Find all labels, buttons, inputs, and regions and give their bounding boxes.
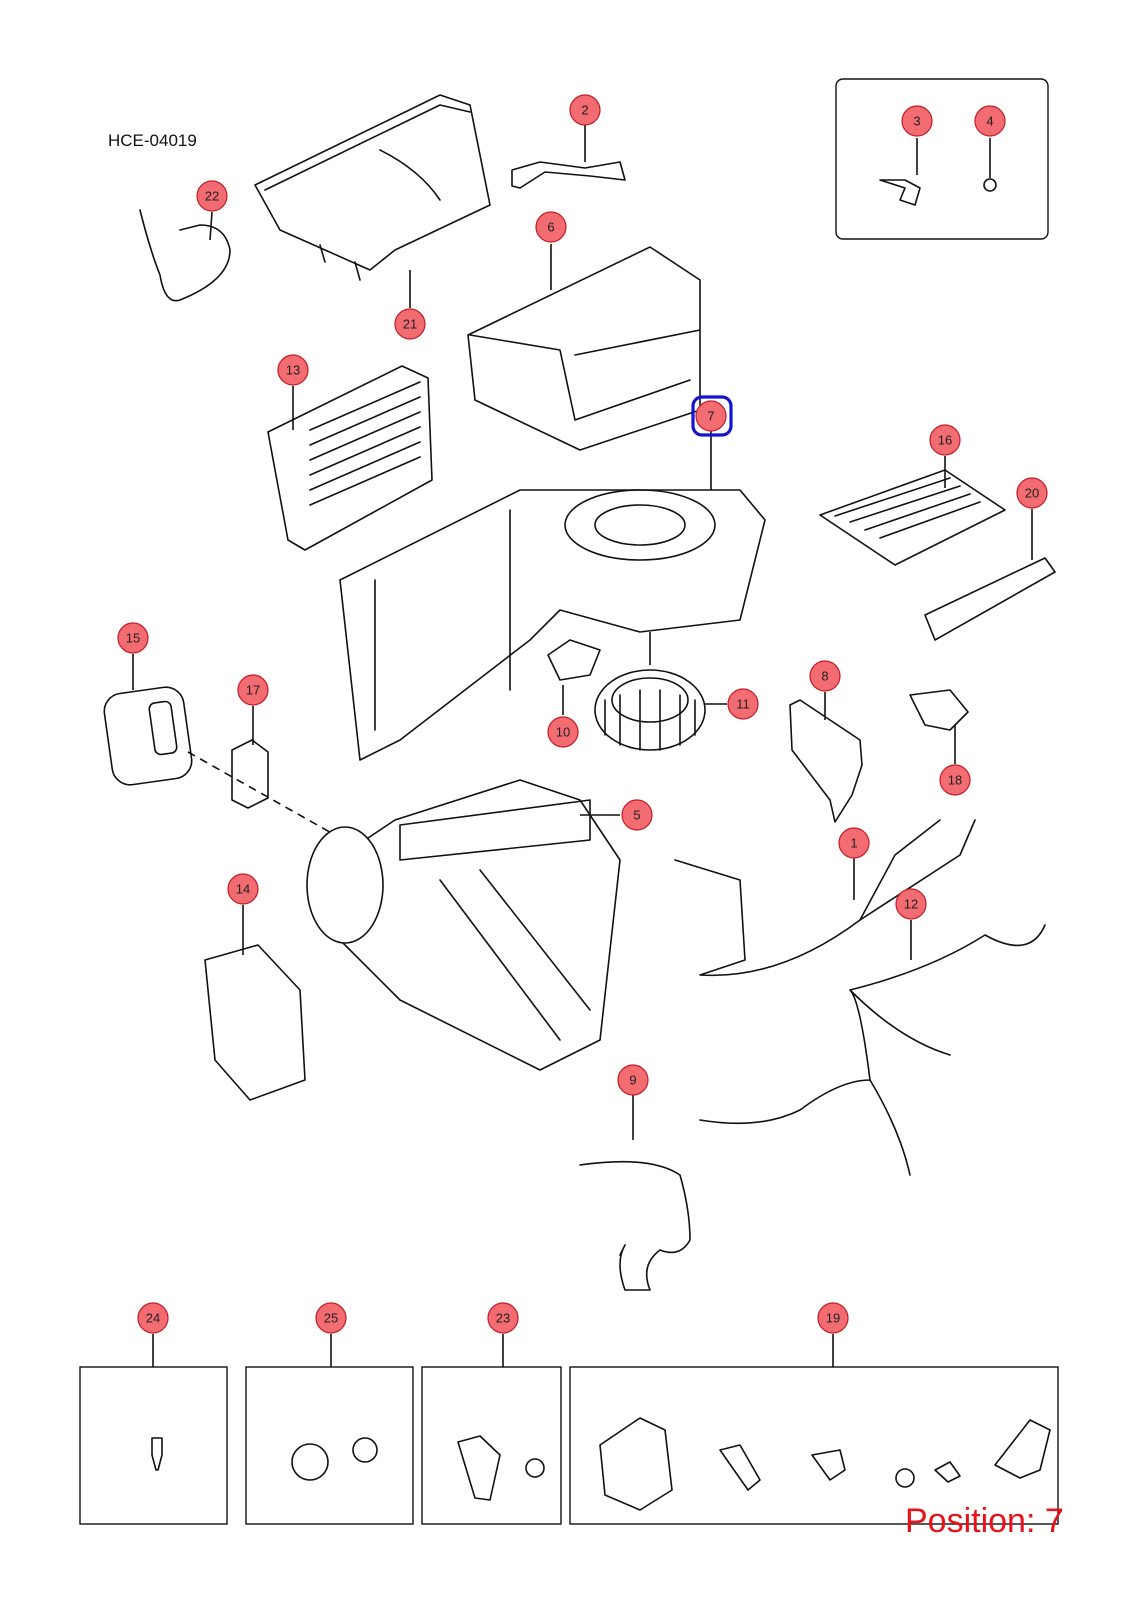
callout-17[interactable]: 17 [237, 674, 269, 706]
callout-24[interactable]: 24 [137, 1302, 169, 1334]
selected-position-highlight [691, 395, 733, 437]
kit-box-25 [245, 1366, 414, 1525]
callout-1-label: 1 [850, 836, 857, 851]
callout-14[interactable]: 14 [227, 873, 259, 905]
callout-15[interactable]: 15 [117, 622, 149, 654]
callout-22[interactable]: 22 [196, 180, 228, 212]
callout-9-label: 9 [629, 1073, 636, 1088]
kit-box-19 [569, 1366, 1059, 1525]
callout-5-label: 5 [633, 808, 640, 823]
callout-10-label: 10 [556, 725, 570, 740]
callout-3-label: 3 [913, 114, 920, 129]
callout-18-label: 18 [948, 773, 962, 788]
callout-16-label: 16 [938, 433, 952, 448]
wire-harness-1 [674, 819, 976, 977]
dash-link [187, 751, 336, 836]
callout-2[interactable]: 2 [569, 94, 601, 126]
callout-21-label: 21 [403, 317, 417, 332]
callout-3[interactable]: 3 [901, 105, 933, 137]
blower-fan [594, 669, 706, 751]
callout-11[interactable]: 11 [727, 688, 759, 720]
callout-22-label: 22 [205, 189, 219, 204]
callout-15-label: 15 [126, 631, 140, 646]
callout-23-label: 23 [496, 1311, 510, 1326]
callout-16[interactable]: 16 [929, 424, 961, 456]
callout-23[interactable]: 23 [487, 1302, 519, 1334]
callout-13-label: 13 [286, 363, 300, 378]
kit-box-23 [421, 1366, 562, 1525]
callout-25[interactable]: 25 [315, 1302, 347, 1334]
lever-19c [994, 1419, 1051, 1479]
callout-21[interactable]: 21 [394, 308, 426, 340]
callout-25-label: 25 [324, 1311, 338, 1326]
callout-12-label: 12 [904, 897, 918, 912]
evaporator-housing [467, 246, 701, 451]
gear-23 [525, 1458, 545, 1478]
cabin-filter [819, 469, 1006, 566]
nut [983, 178, 997, 192]
callout-6-label: 6 [547, 220, 554, 235]
callout-1[interactable]: 1 [838, 827, 870, 859]
bracket [511, 161, 626, 189]
actuator [909, 689, 969, 731]
callout-4-label: 4 [986, 114, 993, 129]
gear-25a [291, 1443, 329, 1481]
callout-10[interactable]: 10 [547, 716, 579, 748]
blower-case [339, 489, 766, 761]
kit-box-3-4 [835, 78, 1049, 240]
callout-20-label: 20 [1025, 486, 1039, 501]
callout-19[interactable]: 19 [817, 1302, 849, 1334]
callout-24-label: 24 [146, 1311, 160, 1326]
foam-seal [103, 686, 193, 786]
callout-17-label: 17 [246, 683, 260, 698]
callout-7[interactable]: 7 [691, 395, 733, 437]
sensor-wire [139, 209, 231, 302]
lever-19a [719, 1444, 761, 1491]
connector [231, 739, 269, 809]
gear-19 [895, 1468, 915, 1488]
control-module [204, 944, 306, 1101]
callout-19-label: 19 [826, 1311, 840, 1326]
lever-19b [811, 1449, 846, 1481]
callout-7-label: 7 [707, 409, 714, 424]
blower-resistor [547, 639, 601, 681]
duct-hose [579, 1160, 691, 1291]
callout-9[interactable]: 9 [617, 1064, 649, 1096]
callout-20[interactable]: 20 [1016, 477, 1048, 509]
callout-5[interactable]: 5 [621, 799, 653, 831]
callout-4[interactable]: 4 [974, 105, 1006, 137]
callout-11-label: 11 [736, 697, 750, 712]
gear-25b [352, 1437, 378, 1463]
mounting-plate [789, 699, 863, 823]
heater-unit [306, 779, 621, 1071]
callout-13[interactable]: 13 [277, 354, 309, 386]
lever-23 [457, 1435, 501, 1501]
callout-8[interactable]: 8 [809, 660, 841, 692]
callout-18[interactable]: 18 [939, 764, 971, 796]
wire-harness-12 [699, 924, 1046, 1176]
valve-core [151, 1437, 163, 1471]
leader-lines [132, 125, 1033, 1367]
diagram-code: HCE-04019 [108, 131, 197, 150]
flap-grille [267, 365, 433, 551]
upper-duct-cover [254, 94, 491, 281]
cam-19 [934, 1461, 961, 1483]
heater-core [924, 557, 1056, 641]
callout-6[interactable]: 6 [535, 211, 567, 243]
kit-box-24 [79, 1366, 228, 1525]
callout-2-label: 2 [581, 103, 588, 118]
door-19 [599, 1417, 673, 1511]
clip [879, 179, 921, 206]
position-indicator: Position: 7 [905, 1502, 1064, 1540]
callout-12[interactable]: 12 [895, 888, 927, 920]
callout-8-label: 8 [821, 669, 828, 684]
callout-14-label: 14 [236, 882, 250, 897]
